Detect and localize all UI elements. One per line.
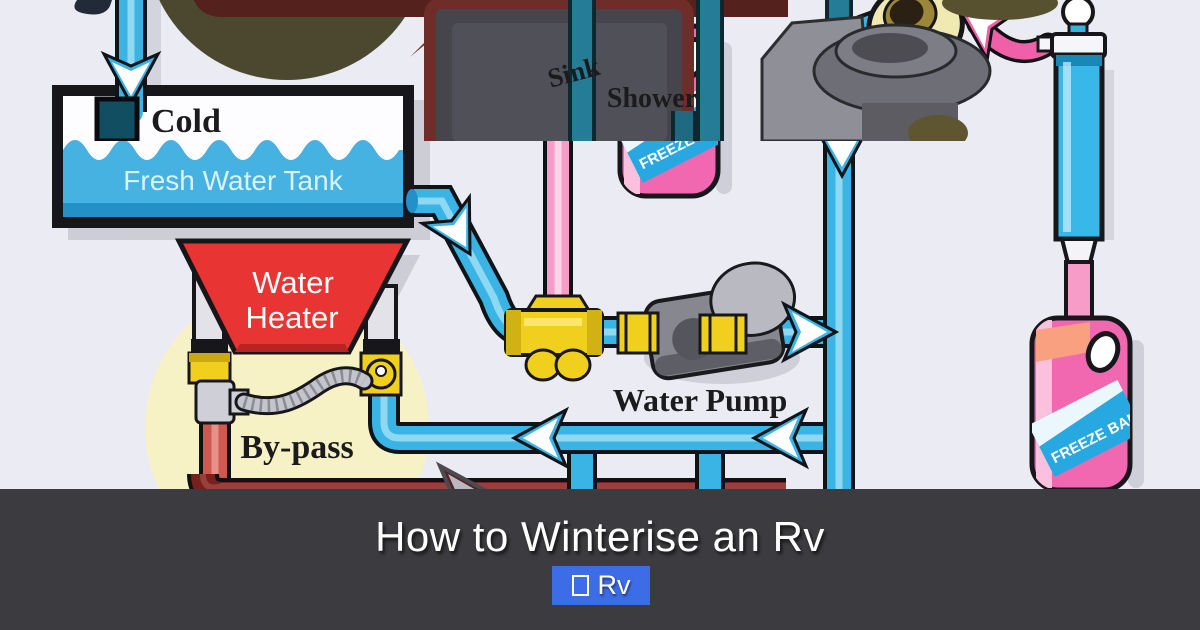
dim-sink-box — [410, 0, 694, 141]
antifreeze-bottle-right: FREEZE BAN — [1029, 315, 1133, 493]
bypass-label: By-pass — [240, 429, 353, 466]
dim-hot-pipe — [193, 0, 788, 17]
flow-arrow-right-icon — [780, 300, 840, 364]
water-heater: Water Heater — [174, 238, 412, 355]
page-title: How to Winterise an Rv — [375, 513, 825, 560]
fresh-water-tank-label: Fresh Water Tank — [123, 165, 343, 196]
flow-arrow-left2-icon — [750, 406, 810, 470]
dimmed-band-content: Sink Shower Cold — [94, 0, 1058, 141]
water-pump-label: Water Pump — [613, 382, 788, 418]
bypass-assembly — [187, 339, 403, 425]
legend-cold: Cold — [94, 96, 221, 141]
legend-cold-label: Cold — [151, 103, 221, 140]
flow-arrow-diagonal-icon — [417, 192, 472, 257]
category-badge[interactable]: Rv — [552, 566, 650, 605]
dim-bypass-circle — [159, 0, 415, 80]
shower-label: Shower — [607, 83, 697, 114]
legend-cold-swatch — [94, 96, 140, 141]
title-overlay-bar — [0, 489, 1200, 630]
flow-arrow-left-icon — [510, 406, 570, 470]
flow-arrow-down-icon — [100, 50, 162, 108]
dim-toilet — [812, 0, 1058, 141]
missing-glyph-box-icon — [571, 575, 589, 596]
antifreeze-inlet-valve — [504, 294, 604, 382]
tank-inlet-pipe — [74, 0, 162, 124]
water-pump — [616, 261, 797, 381]
water-heater-label-line2: Heater — [245, 300, 338, 335]
category-badge-label: Rv — [597, 570, 631, 600]
antifreeze-hand-pump — [1036, 0, 1107, 324]
water-heater-label-line1: Water — [252, 265, 334, 300]
